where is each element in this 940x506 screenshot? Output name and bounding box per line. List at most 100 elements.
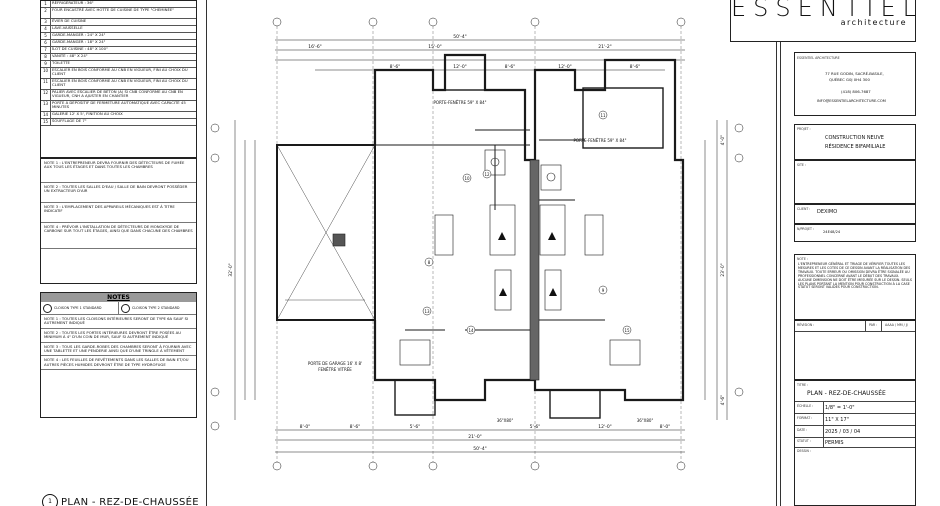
sheet-border [206,0,207,506]
bathroom [484,149,506,176]
firm-box: ESSENTIEL ARCHITECTURE 77 RUE GODIN, SAC… [794,52,916,116]
callout-bubble [622,325,632,335]
legend-text: GALERIE 12' X 5', FINITION AU CHOIX [52,112,123,116]
date-value: 2025 / 03 / 04 [825,429,861,435]
dim-bottom: 8'-6" [350,424,361,430]
dim-bottom: 8'-0" [660,424,671,430]
grid-bubble [210,153,220,163]
drawn-label: DESSIN : [797,449,811,453]
room-tag: 13 [424,309,430,314]
grid-bubble [210,421,220,431]
dim-top: 21'-2" [598,44,612,50]
legend-number: 2 [41,8,51,18]
site-box: SITE : [794,160,916,204]
legend-number: 13 [41,101,51,111]
scale-label: ÉCHELLE : [797,404,814,408]
door-label-2: 36"X80" [637,418,654,423]
grid-bubble [734,153,744,163]
callout-bubble [422,306,432,316]
dim-right: 23'-0" [720,263,726,277]
legend-text: GARDE-MANGER : 18" X 24" [52,40,106,44]
firm-tel: (418) 806-7687 [841,89,871,94]
legend-text: PALIER AVEC ESCALIER DE BÉTON (A) SI CNB… [52,90,183,99]
room-tag: 12 [484,172,490,177]
dim-bottom: 5'-6" [530,424,541,430]
wall-type-icon [121,303,130,313]
grid-bubble [272,17,282,27]
grid-bubble [210,387,220,397]
grid-bubble [428,17,438,27]
kitchen-island [434,214,454,256]
date-label: DATE : [797,428,808,432]
legend-number: 9 [41,61,51,67]
number-label: N/PROJET : [797,227,815,231]
callout-bubble [462,173,472,183]
number-value: 24E48/24 [823,230,841,234]
stair-arrow [499,288,507,296]
note-item: NOTE 3 : TOUS LES GARDE-ROBES DES CHAMBR… [41,343,196,357]
firm-name: ESSENTIEL ARCHITECTURE [797,56,840,60]
closet [399,339,431,366]
dim-bottom: 12'-0" [598,424,612,430]
legend-text: ESCALIER EN BOIS CONFORME AU CNB EN VIGU… [52,79,188,88]
note-item: NOTE 1 : L'ENTREPRENEUR DEVRA FOURNIR DE… [41,159,196,183]
tb-note-text: L'ENTREPRENEUR GÉNÉRAL ET TRIAGE DE VÉRI… [798,262,912,290]
room-tag: 14 [468,328,474,333]
floor-plan: 50'-4" 16'-6" 15'-0" 21'-2" 8'-6" 12'-0"… [210,17,744,471]
grid-bubble [530,17,540,27]
notes-top-panel: NOTE 1 : L'ENTREPRENEUR DEVRA FOURNIR DE… [40,158,197,284]
grid-bubble [368,461,378,471]
legend-number: 1 [41,1,51,7]
room-tag: 10 [464,176,470,181]
legend-number: 5 [41,33,51,39]
bay-window [582,87,664,149]
callout-bubble [482,169,492,179]
revision-par-label: PAR : [869,323,878,327]
number-box: N/PROJET : 24E48/24 [794,224,916,242]
grid-bubble [676,17,686,27]
roof-vent [332,233,346,247]
note-item: NOTE 3 : L'EMPLACEMENT DES APPAREILS MÉC… [41,203,196,223]
toilet-2 [546,172,556,182]
legend-number: 7 [41,47,51,53]
dim-top2: 8'-6" [390,64,401,70]
patio-door-label: PORTE-FENÊTRE 59" X 84" [434,100,487,105]
legend-number: 12 [41,90,51,100]
legend-number: 14 [41,112,51,118]
status-value: PERMIS [825,440,844,446]
dim-top2: 8'-6" [505,64,516,70]
legend-number: 3 [41,19,51,25]
note-box: NOTE : L'ENTREPRENEUR GÉNÉRAL ET TRIAGE … [794,254,916,320]
grid-bubble [734,123,744,133]
client-box: CLIENT : DEXIMO [794,204,916,224]
room-tag: 8 [428,260,431,265]
firm-addr1: 77 RUE GODIN, SACRÉ-BASILE, [825,71,884,76]
wall-type-keys: CLOISON TYPE 1 STANDARD CLOISON TYPE 2 S… [41,302,196,315]
legend-text: GARDE-MANGER : 24" X 24" [52,33,106,37]
wall-type-1-label: CLOISON TYPE 1 STANDARD [54,305,102,310]
dim-left: 32'-0" [228,263,234,277]
dim-top2: 12'-0" [558,64,572,70]
project-line2: RÉSIDENCE BIFAMILIALE [825,144,886,150]
note-item: NOTE 2 : TOUTES LES PORTES INTÉRIEURES D… [41,329,196,343]
dim-top: 15'-0" [428,44,442,50]
party-wall [529,159,540,381]
legend-text: SOUFFLAGE DE 7" [52,119,87,123]
stair-arrow [498,232,506,240]
stair-arrow [548,232,556,240]
stair-3 [539,204,566,256]
patio-door-label-2: PORTE-FENÊTRE 59" X 84" [574,138,627,143]
grid-bubble [272,461,282,471]
stair-4 [544,269,562,311]
wall-type-2-label: CLOISON TYPE 2 STANDARD [132,305,180,310]
